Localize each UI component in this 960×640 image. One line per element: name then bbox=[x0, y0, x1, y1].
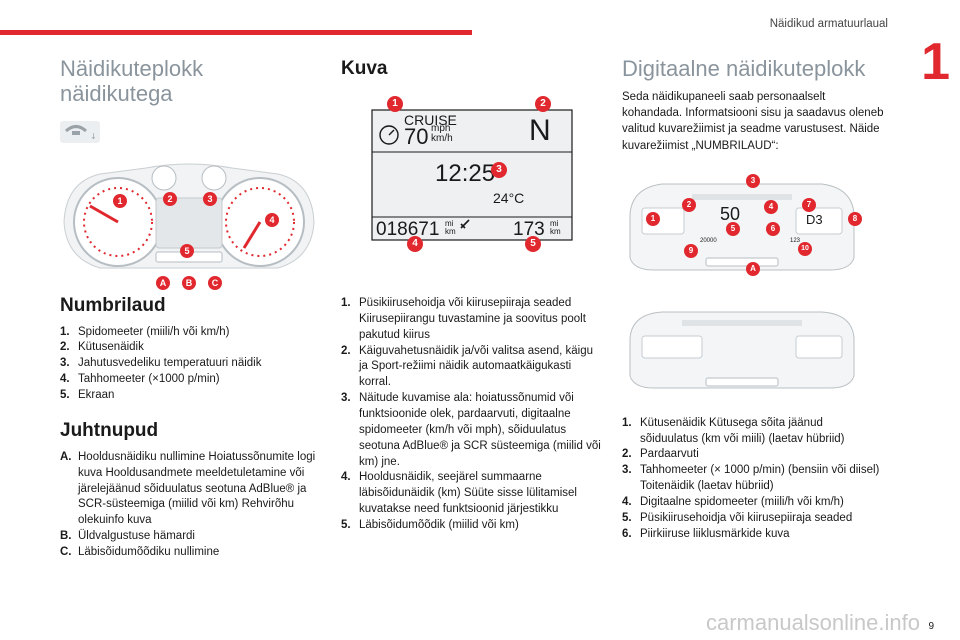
list-item: 3.Tahhomeeter (× 1000 p/min) (bensiin võ… bbox=[622, 464, 880, 493]
marker-5: 5 bbox=[726, 221, 740, 236]
list-item: 5.Püsikiirusehoidja või kiirusepiiraja s… bbox=[622, 511, 853, 524]
display-heading: Kuva bbox=[341, 58, 388, 79]
page-number: 9 bbox=[928, 621, 934, 632]
cruise-label: CRUISE bbox=[404, 112, 457, 128]
cluster-speed: 50 bbox=[720, 203, 741, 224]
controls-list: A.Hooldusnäidiku nullimine Hoiatussõnumi… bbox=[60, 450, 320, 561]
odometer-value: 018671 bbox=[376, 219, 440, 240]
digital-cluster-illustration-1: 50 D3 20000 123 1 2 3 4 5 6 7 8 9 10 A bbox=[622, 173, 862, 286]
clock-value: 12:25 bbox=[435, 160, 496, 187]
display-illustration: CRUISE 70 mph km/h N 12:25 24°C 018671 m… bbox=[341, 96, 577, 252]
chapter-number: 1 bbox=[921, 33, 950, 91]
trip-unit-top: mi bbox=[550, 219, 559, 228]
list-item: B.Üldvalgustuse hämardi bbox=[60, 530, 195, 543]
gauges-heading: Numbrilaud bbox=[60, 294, 166, 316]
marker-5: 5 bbox=[180, 244, 194, 258]
speed-unit-bottom: km/h bbox=[431, 133, 453, 144]
marker-1: 1 bbox=[387, 96, 403, 112]
analog-cluster-illustration bbox=[63, 163, 315, 269]
marker-a: A bbox=[156, 276, 170, 290]
list-item: 4.Tahhomeeter (×1000 p/min) bbox=[60, 373, 220, 386]
list-item: 1.Püsikiirusehoidja või kiirusepiiraja s… bbox=[341, 297, 586, 341]
section-heading: Näidikuteplokk näidikutega bbox=[60, 56, 204, 107]
column-display: Kuva CRUISE 70 mph km/h N 12:25 24°C 018… bbox=[341, 56, 603, 534]
marker-a: A bbox=[746, 261, 760, 276]
marker-c: C bbox=[208, 276, 222, 290]
controls-heading: Juhtnupud bbox=[60, 419, 159, 441]
marker-1: 1 bbox=[646, 211, 660, 226]
marker-3: 3 bbox=[203, 192, 217, 206]
column-instrument-panel: Näidikuteplokk näidikutega ↓ 1 2 3 4 5 A… bbox=[60, 56, 320, 561]
temperature-value: 24°C bbox=[493, 190, 525, 206]
cluster-odometer: 20000 bbox=[700, 237, 717, 244]
list-item: C.Läbisõidumõõdiku nullimine bbox=[60, 546, 220, 559]
odometer-unit-bottom: km bbox=[445, 227, 456, 236]
gear-indicator: N bbox=[529, 114, 551, 147]
marker-2: 2 bbox=[535, 96, 551, 112]
list-item: 4.Digitaalne spidomeeter (miili/h või km… bbox=[622, 495, 844, 508]
steering-wheel-icon: ↓ bbox=[60, 120, 100, 143]
list-item: 1.Kütusenäidik Kütusega sõita jäänud sõi… bbox=[622, 416, 845, 445]
gauges-list: 1.Spidomeeter (miili/h või km/h) 2.Kütus… bbox=[60, 325, 320, 404]
speed-value: 70 bbox=[404, 124, 429, 149]
marker-4: 4 bbox=[764, 199, 778, 214]
marker-4: 4 bbox=[265, 213, 279, 227]
list-item: 5.Ekraan bbox=[60, 389, 115, 402]
marker-4: 4 bbox=[407, 236, 423, 252]
marker-2: 2 bbox=[682, 197, 696, 212]
list-item: 1.Spidomeeter (miili/h või km/h) bbox=[60, 325, 230, 338]
display-frame bbox=[371, 109, 573, 241]
cluster-frame-2 bbox=[629, 311, 855, 389]
intro-paragraph: Seda näidikupaneeli saab personaalselt k… bbox=[622, 91, 884, 152]
marker-5: 5 bbox=[525, 236, 541, 252]
watermark: carmanualsonline.info bbox=[705, 610, 920, 635]
section-title: Näidikud armatuurlaual bbox=[769, 18, 888, 30]
speed-unit-top: mph bbox=[431, 123, 451, 134]
list-item: A.Hooldusnäidiku nullimine Hoiatussõnumi… bbox=[60, 450, 316, 527]
list-item: 4.Hooldusnäidik, seejärel summaarne läbi… bbox=[341, 471, 577, 516]
digital-heading: Digitaalne näidikuteplokk bbox=[622, 56, 866, 81]
trip-value: 173 bbox=[513, 219, 545, 240]
column-digital-cluster: Digitaalne näidikuteplokk Seda näidikupa… bbox=[622, 56, 884, 543]
cluster-trip: 123 bbox=[790, 237, 801, 244]
list-item: 3.Jahutusvedeliku temperatuuri näidik bbox=[60, 357, 262, 370]
list-item: 2.Pardaarvuti bbox=[622, 448, 699, 461]
list-item: 2.Käiguvahetusnäidik ja/või valitsa asen… bbox=[341, 344, 593, 389]
marker-9: 9 bbox=[684, 243, 698, 258]
marker-6: 6 bbox=[766, 221, 780, 236]
svg-text:↓: ↓ bbox=[90, 132, 97, 141]
list-item: 5.Läbisõidumõõdik (miilid või km) bbox=[341, 519, 519, 532]
digital-items-list: 1.Kütusenäidik Kütusega sõita jäänud sõi… bbox=[622, 416, 884, 543]
trip-unit-bottom: km bbox=[550, 227, 561, 236]
marker-3: 3 bbox=[746, 173, 760, 188]
digital-cluster-illustration-2 bbox=[622, 304, 862, 404]
odometer-unit-top: mi bbox=[445, 219, 454, 228]
header-accent-bar bbox=[0, 30, 472, 35]
marker-7: 7 bbox=[802, 197, 816, 212]
list-item: 2.Kütusenäidik bbox=[60, 341, 144, 354]
list-item: 6.Piirkiiruse liiklusmärkide kuva bbox=[622, 527, 790, 540]
list-item: 3.Näitude kuvamise ala: hoiatussõnumid v… bbox=[341, 392, 601, 468]
display-items-list: 1.Püsikiirusehoidja või kiirusepiiraja s… bbox=[341, 296, 603, 534]
marker-b: B bbox=[182, 276, 196, 290]
marker-1: 1 bbox=[113, 194, 127, 208]
marker-8: 8 bbox=[848, 211, 862, 226]
marker-10: 10 bbox=[798, 241, 812, 256]
marker-3: 3 bbox=[491, 162, 507, 178]
cluster-gear: D3 bbox=[806, 211, 823, 227]
cluster-frame bbox=[629, 183, 855, 271]
marker-2: 2 bbox=[163, 192, 177, 206]
